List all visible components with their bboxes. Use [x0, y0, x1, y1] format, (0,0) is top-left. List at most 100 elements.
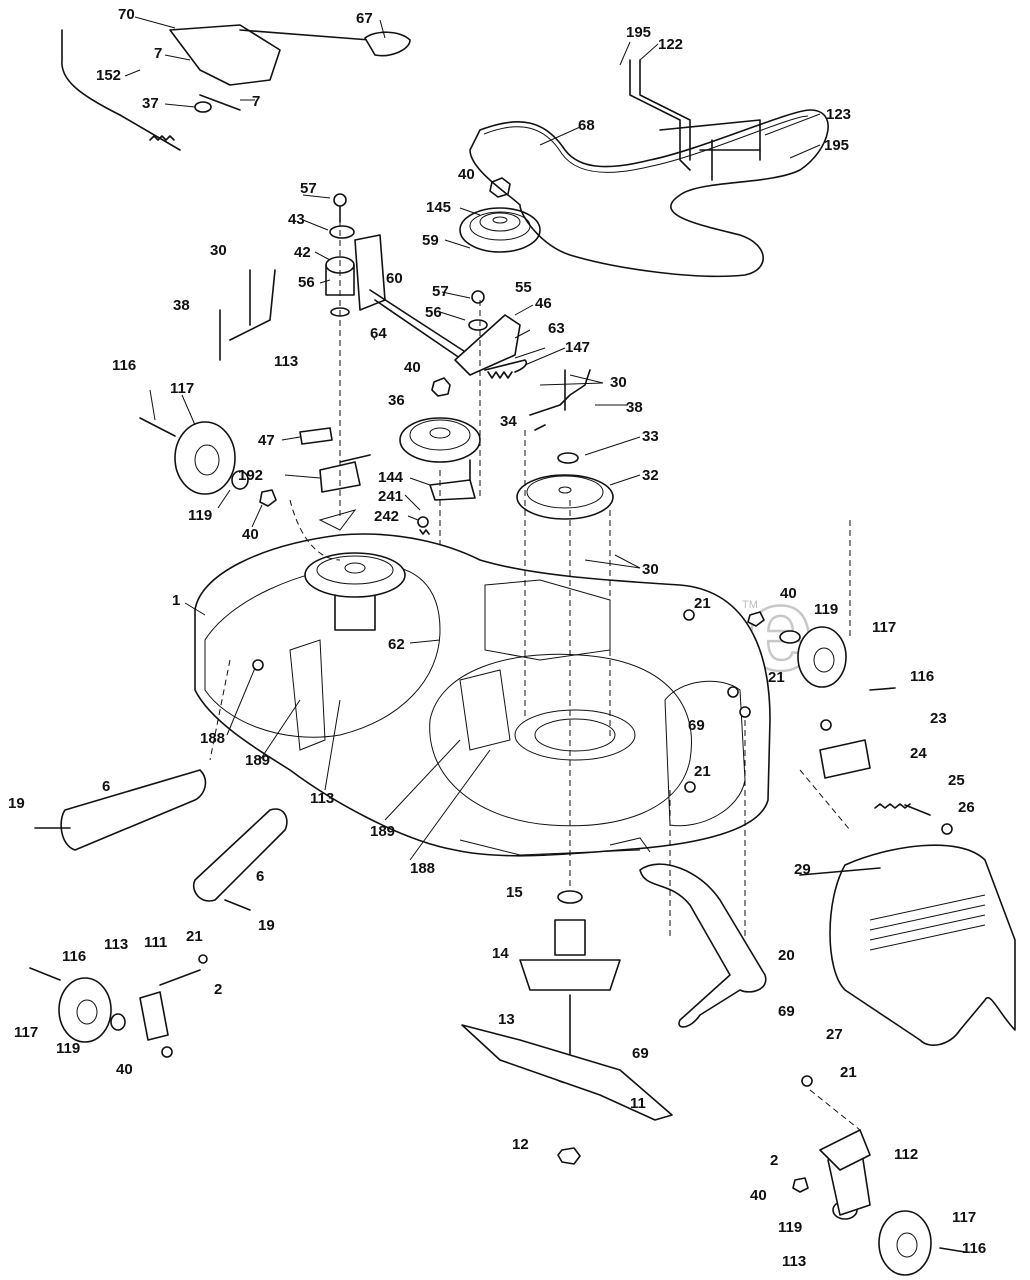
callout-152: 152	[96, 67, 121, 84]
hardware-bolts	[161, 609, 953, 1087]
bracket-144	[417, 459, 476, 535]
bracket-47-192	[299, 427, 371, 493]
callout-43: 43	[288, 211, 305, 228]
callout-40: 40	[750, 1187, 767, 1204]
callout-119: 119	[778, 1219, 802, 1236]
callout-21: 21	[694, 763, 711, 780]
callout-46: 46	[535, 295, 552, 312]
callout-21: 21	[694, 595, 711, 612]
callout-144: 144	[378, 469, 404, 486]
callout-241: 241	[378, 488, 403, 505]
callout-147: 147	[565, 339, 590, 356]
callout-1: 1	[172, 592, 180, 609]
pulley-32	[516, 452, 614, 520]
rod-30-38-left	[219, 269, 276, 361]
callout-69: 69	[778, 1003, 795, 1020]
wheel-117-bottom-left	[29, 967, 201, 1043]
callout-2: 2	[214, 981, 222, 998]
blade-11	[461, 1024, 673, 1165]
callout-40: 40	[404, 359, 421, 376]
svg-text:TM: TM	[742, 599, 758, 611]
callout-30: 30	[642, 561, 659, 578]
callout-112: 112	[894, 1146, 918, 1163]
callout-189: 189	[245, 752, 270, 769]
callout-113: 113	[104, 936, 128, 953]
bracket-46-spring-147	[454, 290, 528, 379]
callout-24: 24	[910, 745, 927, 762]
bracket-20	[639, 863, 767, 1028]
callout-13: 13	[498, 1011, 515, 1028]
callout-116: 116	[62, 948, 86, 965]
callout-122: 122	[658, 36, 683, 53]
bracket-112	[819, 1129, 871, 1171]
callout-188: 188	[410, 860, 435, 877]
callout-7: 7	[154, 45, 162, 62]
callout-64: 64	[370, 325, 387, 342]
callout-113: 113	[782, 1253, 806, 1270]
wheel-117-top-left	[139, 417, 277, 507]
callout-116: 116	[910, 668, 934, 685]
callout-2: 2	[770, 1152, 778, 1169]
callout-189: 189	[370, 823, 395, 840]
callout-70: 70	[118, 6, 135, 23]
callout-20: 20	[778, 947, 795, 964]
left-spindle-pulley	[304, 552, 406, 631]
callout-37: 37	[142, 95, 159, 112]
callout-30: 30	[210, 242, 227, 259]
callout-30: 30	[610, 374, 627, 391]
callout-40: 40	[242, 526, 259, 543]
arm-6-right	[193, 808, 288, 911]
callout-14: 14	[492, 945, 509, 962]
callout-57: 57	[300, 180, 317, 197]
callout-55: 55	[515, 279, 532, 296]
callout-42: 42	[294, 244, 311, 261]
rod-30-38-right	[529, 369, 591, 431]
callout-195: 195	[626, 24, 651, 41]
callout-63: 63	[548, 320, 565, 337]
part-callouts: 70 67 7 152 7 37 195 122 68 123 195 40 5…	[8, 6, 986, 1270]
callout-40: 40	[780, 585, 797, 602]
callout-26: 26	[958, 799, 975, 816]
callout-113: 113	[274, 353, 298, 370]
callout-21: 21	[768, 669, 785, 686]
callout-60: 60	[386, 270, 403, 287]
idler-arm-60-64	[325, 193, 471, 366]
callout-59: 59	[422, 232, 439, 249]
callout-38: 38	[173, 297, 190, 314]
callout-56: 56	[298, 274, 315, 291]
callout-111: 111	[144, 934, 167, 951]
callout-6: 6	[256, 868, 264, 885]
callout-56: 56	[425, 304, 442, 321]
callout-47: 47	[258, 432, 275, 449]
wheel-117-right	[747, 611, 896, 691]
callout-116: 116	[112, 357, 136, 374]
callout-69: 69	[688, 717, 705, 734]
callout-21: 21	[186, 928, 203, 945]
callout-36: 36	[388, 392, 405, 409]
callout-25: 25	[948, 772, 965, 789]
callout-188: 188	[200, 730, 225, 747]
callout-117: 117	[14, 1024, 38, 1041]
callout-32: 32	[642, 467, 659, 484]
assembly-lines	[209, 210, 861, 1131]
callout-117: 117	[170, 380, 194, 397]
callout-242: 242	[374, 508, 399, 525]
callout-29: 29	[794, 861, 811, 878]
idler-pulley-36	[399, 377, 481, 463]
callout-6: 6	[102, 778, 110, 795]
callout-19: 19	[8, 795, 25, 812]
wheel-117-bottom-right	[792, 1139, 966, 1276]
callout-68: 68	[578, 117, 595, 134]
pulley-145	[459, 207, 541, 253]
callout-23: 23	[930, 710, 947, 727]
callout-145: 145	[426, 199, 451, 216]
bracket-23-spring-25	[799, 739, 931, 876]
callout-67: 67	[356, 10, 373, 27]
callout-123: 123	[826, 106, 851, 123]
belt-68	[469, 109, 829, 278]
callout-195: 195	[824, 137, 849, 154]
top-left-control-assembly	[61, 24, 411, 151]
arm-6-left	[34, 769, 207, 851]
callout-69: 69	[632, 1045, 649, 1062]
